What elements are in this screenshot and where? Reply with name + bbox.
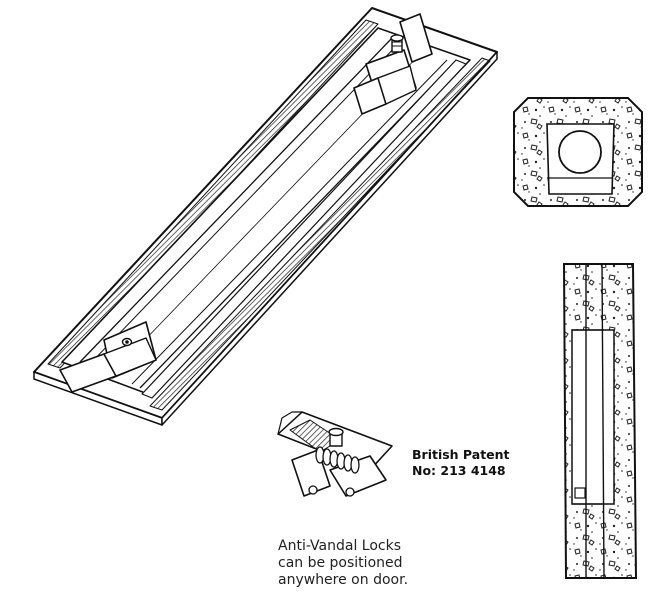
lock-caption: Anti-Vandal Locks can be positioned anyw…: [278, 538, 408, 589]
hatched-edge-left: [47, 19, 379, 369]
anti-vandal-lock-detail: [277, 411, 393, 497]
spring-coil: [315, 446, 360, 474]
caption-line-1: Anti-Vandal Locks: [278, 538, 402, 554]
patent-title: British Patent: [412, 447, 510, 462]
cross-section-square: [513, 97, 643, 207]
caption-line-3: anywhere on door.: [278, 572, 409, 588]
patent-number: No: 213 4148: [412, 463, 506, 478]
vertical-section: [562, 263, 638, 579]
patent-label: British Patent No: 213 4148: [412, 447, 510, 479]
bore-circle: [558, 130, 602, 174]
channel-assembly: [33, 7, 498, 426]
lower-bracket: [59, 321, 157, 393]
upper-lock-fitting: [353, 13, 433, 115]
side-rail: [141, 59, 467, 399]
caption-line-2: can be positioned: [278, 555, 403, 571]
hatched-edge-right: [149, 57, 491, 411]
